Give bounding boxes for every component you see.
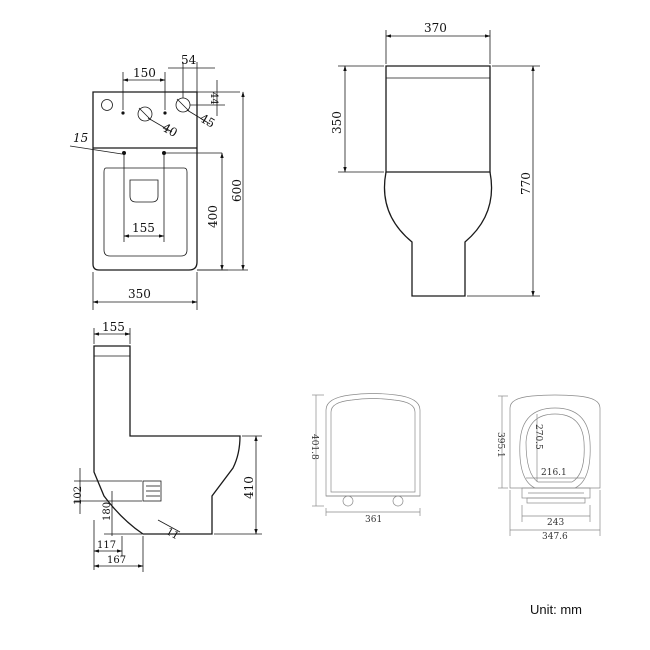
lid-hinge-left-icon — [342, 495, 354, 507]
dim-lid-width: 361 — [365, 515, 382, 525]
dim-offset-54: 54 — [181, 53, 197, 67]
dim-seat-total-width: 347.6 — [542, 532, 568, 542]
top-view: 150 54 44 40 45 15 155 400 600 — [69, 53, 248, 310]
dim-fixing-15: 15 — [73, 131, 88, 145]
dim-outlet-102: 102 — [73, 486, 84, 505]
profile-view: 155 410 102 180 11 117 167 — [73, 320, 262, 572]
cistern-hole-left-icon — [101, 99, 113, 111]
dim-bowl-height-410: 410 — [242, 476, 256, 499]
tank-outline — [385, 65, 491, 173]
outlet-pipe — [142, 480, 162, 502]
seat-view: 395.1 270.5 216.1 243 347.6 — [495, 394, 601, 542]
dim-tank-depth-155: 155 — [102, 320, 125, 334]
dim-seat-inner-width: 216.1 — [541, 468, 567, 478]
dim-hole-40: 40 — [160, 120, 180, 140]
dim-seat-hinge-width: 243 — [547, 518, 564, 528]
seat-outline — [103, 167, 188, 257]
dim-outlet-180: 180 — [102, 502, 113, 521]
dim-cistern-hole-spacing: 150 — [133, 66, 156, 80]
lid-view: 401.8 361 — [309, 393, 421, 525]
dim-total-height-770: 770 — [519, 172, 533, 195]
bowl-opening-outline — [129, 179, 159, 203]
dim-outlet-167: 167 — [107, 555, 126, 566]
flush-button-hole-icon — [137, 106, 153, 122]
lid-hinge-right-icon — [392, 495, 404, 507]
dim-seat-length: 395.1 — [495, 432, 505, 458]
seat-ring-inner — [525, 413, 585, 483]
dim-seat-400: 400 — [206, 205, 220, 228]
dim-lid-length: 401.8 — [309, 434, 319, 460]
fixing-point-right-icon — [162, 151, 166, 155]
top-view-outline — [92, 91, 198, 271]
dim-hole-45: 45 — [197, 111, 217, 131]
dim-tank-height-350: 350 — [330, 111, 344, 134]
lid-outline — [325, 393, 421, 497]
unit-label: Unit: mm — [530, 602, 582, 617]
front-view: 370 350 770 — [330, 21, 540, 297]
dim-depth-600: 600 — [230, 179, 244, 202]
dim-angle-11: 11 — [164, 526, 181, 542]
dim-outlet-117: 117 — [97, 540, 116, 551]
dim-seat-inner-length: 270.5 — [533, 424, 543, 450]
dim-offset-44: 44 — [208, 92, 219, 105]
dim-width-350: 350 — [128, 287, 151, 301]
dim-width-370: 370 — [424, 21, 447, 35]
fixing-point-left-icon — [122, 151, 126, 155]
profile-outline — [93, 345, 241, 535]
bowl-outline — [383, 171, 493, 297]
dim-fixing-spacing: 155 — [132, 221, 155, 235]
seat-outer-outline — [509, 394, 601, 489]
